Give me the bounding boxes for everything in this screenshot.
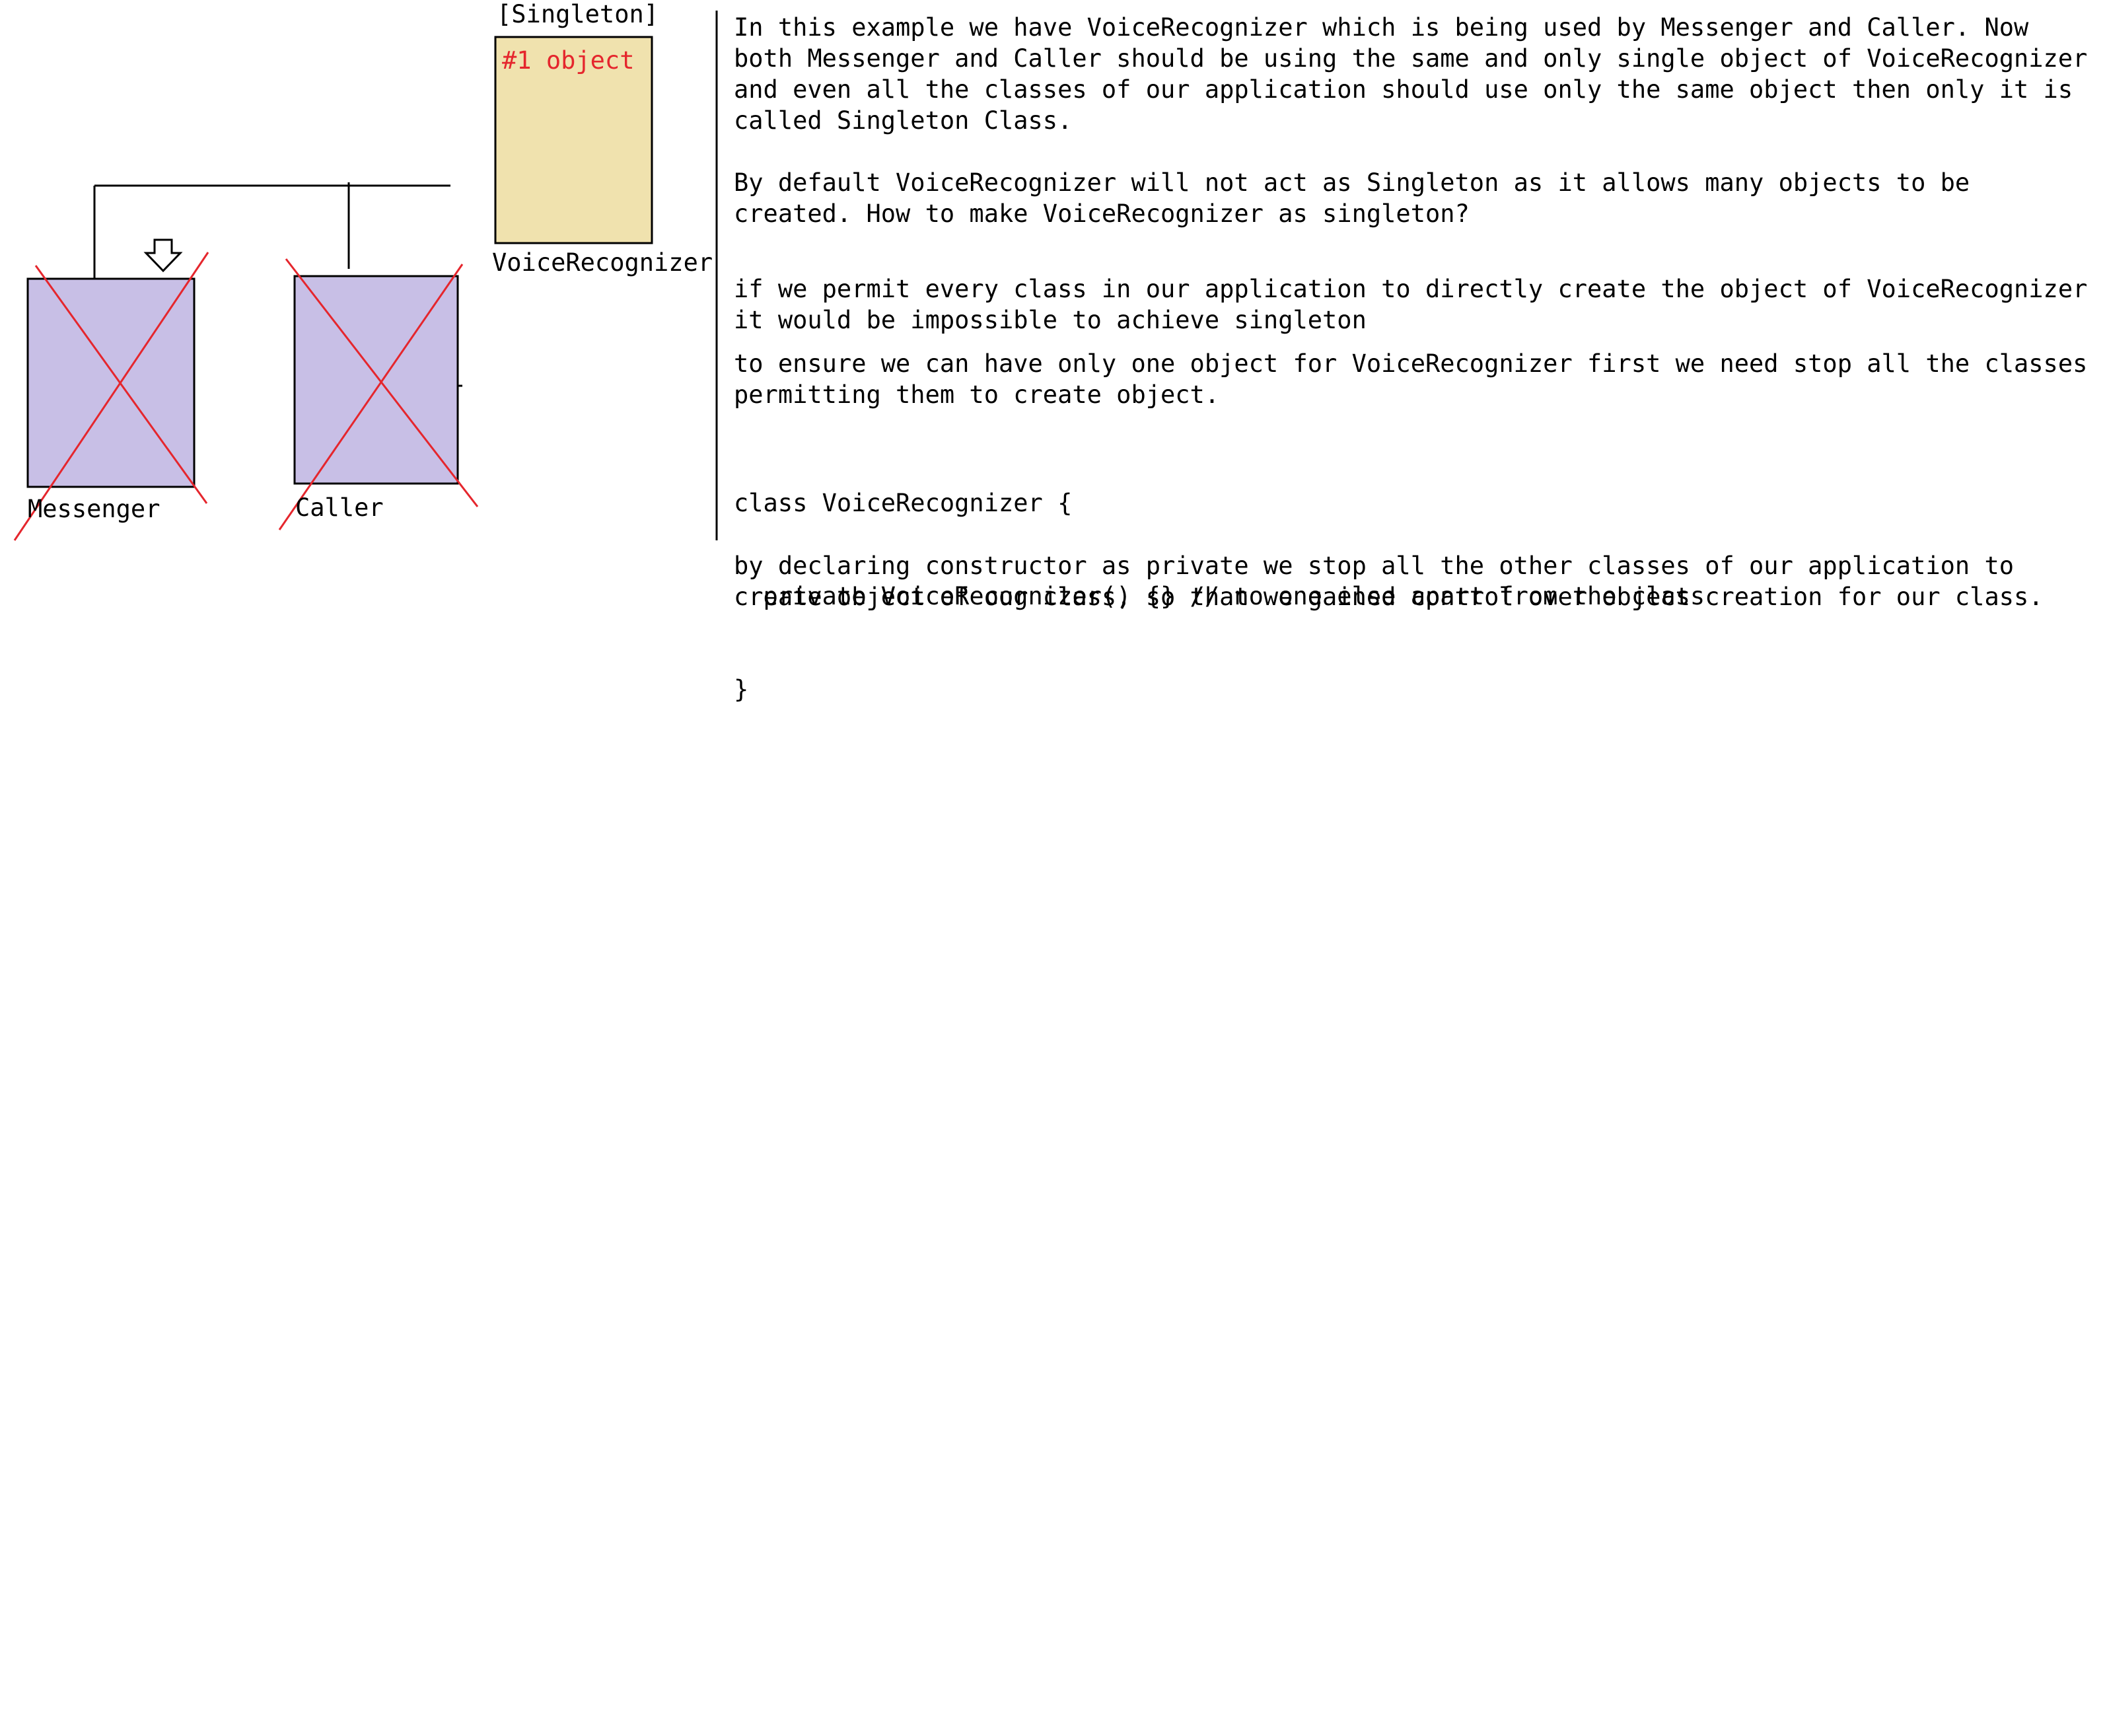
voice-recognizer-label: VoiceRecognizer [492,248,713,277]
code-line-2: private VoiceRecognizer() {} // no one e… [734,582,1705,610]
messenger-cross-line-2 [13,252,209,541]
code-line-1: class VoiceRecognizer { [734,489,1073,517]
diagram-canvas [13,11,718,541]
voice-recognizer-box [494,36,653,244]
singleton-tag: [Singleton] [497,0,659,28]
note-paragraph-3: if we permit every class in our applicat… [734,275,2102,334]
note-paragraph-5: by declaring constructor as private we s… [734,552,2044,611]
caller-cross-line-2 [278,264,464,530]
messenger-label: Messenger [28,495,161,523]
note-paragraph-4: to ensure we can have only one object fo… [734,349,2102,409]
down-arrow-icon [143,238,183,273]
note-paragraph-1: In this example we have VoiceRecognizer … [734,13,2102,135]
messenger-cross-line-1 [34,265,208,504]
code-line-3: } [734,675,749,704]
note-paragraph-2: By default VoiceRecognizer will not act … [734,168,1985,228]
caller-label: Caller [295,493,384,522]
code-block: class VoiceRecognizer { private VoiceRec… [734,425,2094,767]
object-count-label: #1 object [502,46,635,75]
